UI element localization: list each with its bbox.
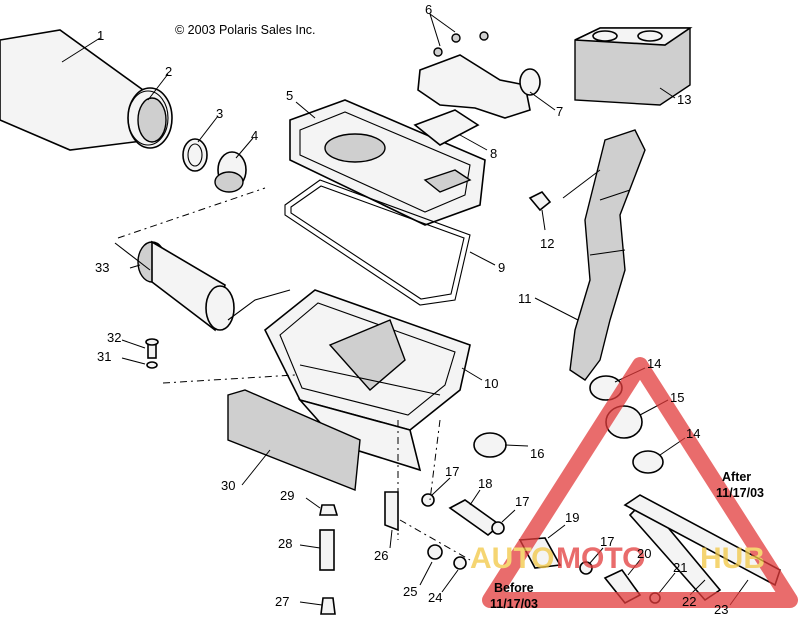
callout: 9 [498,260,505,275]
clamp-14b [632,450,664,474]
callout: 2 [165,64,172,79]
clamp-17b [491,521,505,535]
airbox-lid [289,99,486,226]
callout: 17 [515,494,529,509]
washer [146,361,158,369]
copyright-text: © 2003 Polaris Sales Inc. [175,23,316,37]
callout: 31 [97,349,111,364]
callout: 32 [107,330,121,345]
callout: 25 [403,584,417,599]
callout: 12 [540,236,554,251]
callout: 6 [425,2,432,17]
callout: 24 [428,590,442,605]
callout: 28 [278,536,292,551]
air-filter [0,29,173,151]
watermark-logo: AUTO MOTO HUB [470,357,798,608]
intake-duct [569,129,646,381]
callout: 14 [686,426,700,441]
callout: 23 [714,602,728,617]
clamp-17c [579,561,593,575]
callout: 13 [677,92,691,107]
callout: 17 [445,464,459,479]
callout: 4 [251,128,258,143]
intake-snorkel [413,31,541,146]
callout: 16 [530,446,544,461]
callout: 10 [484,376,498,391]
callout: 18 [478,476,492,491]
callout: 14 [647,356,661,371]
clamp [182,138,208,172]
callout: 17 [600,534,614,549]
bracket-26 [384,491,399,532]
callout: 7 [556,104,563,119]
foam-block [574,27,693,106]
callout: 33 [95,260,109,275]
callout: 30 [221,478,235,493]
tube-28 [319,529,335,571]
callout: 29 [280,488,294,503]
lid-gasket [284,179,471,306]
svg-text:AUTO: AUTO [470,542,554,575]
callout: 19 [565,510,579,525]
before-date: 11/17/03 [490,597,538,611]
callout: 22 [682,594,696,609]
after-date: 11/17/03 [716,486,764,500]
coupler-ring [214,151,247,193]
cap-25 [427,544,443,560]
clamp-16 [473,432,507,458]
before-label: Before [494,581,534,595]
clamp-24 [453,556,467,570]
callouts: 1 2 3 4 5 6 7 8 9 10 11 12 13 14 14 15 1… [95,2,728,617]
callout: 15 [670,390,684,405]
callout: 3 [216,106,223,121]
after-label: After [722,470,751,484]
callout: 27 [275,594,289,609]
side-panel [227,389,361,491]
nut-29 [319,504,339,516]
screw-27 [320,597,336,615]
callout: 5 [286,88,293,103]
callout: 11 [518,291,532,306]
callout: 8 [490,146,497,161]
callout: 26 [374,548,388,563]
callout: 21 [673,560,687,575]
grommet-plug [528,190,552,212]
clamp-17a [421,493,435,507]
svg-text:MOTO: MOTO [556,542,645,575]
callout: 20 [637,546,651,561]
bolt [145,338,159,359]
callout: 1 [97,28,104,43]
svg-text:HUB: HUB [700,542,765,575]
leader-lines [61,13,749,606]
intake-boot [137,240,235,332]
